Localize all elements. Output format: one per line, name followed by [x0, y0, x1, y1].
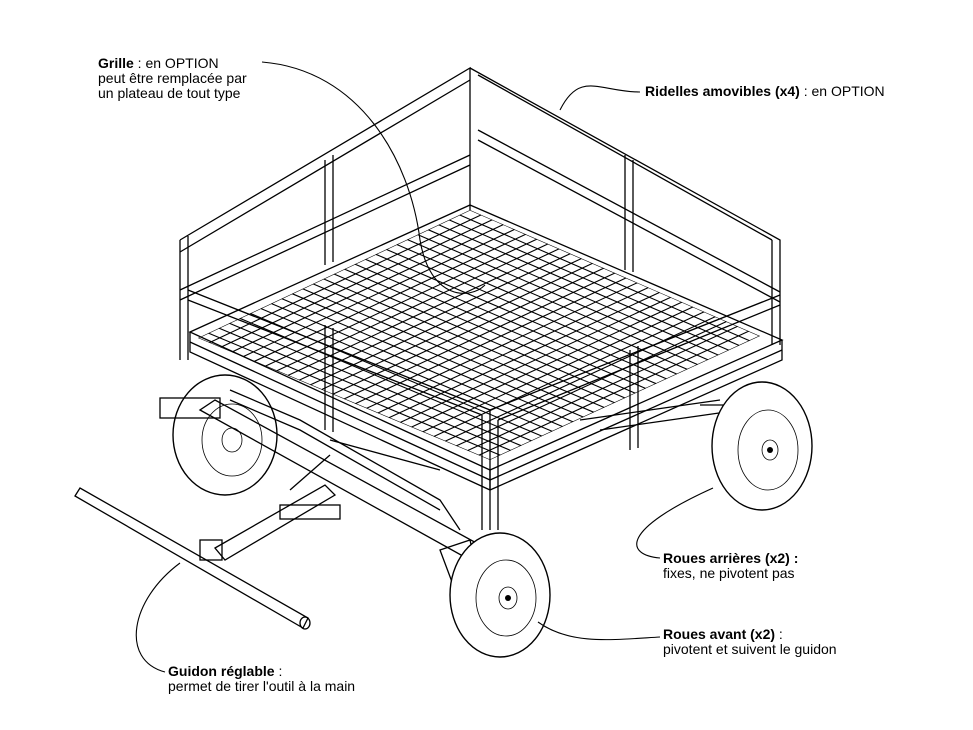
label-guidon-suffix: :	[274, 663, 283, 679]
label-roues-arrieres: Roues arrières (x2) : fixes, ne pivotent…	[663, 551, 798, 581]
grid-line	[467, 325, 738, 452]
label-grille: Grille : en OPTION peut être remplacée p…	[98, 56, 247, 101]
grid-line	[366, 282, 638, 409]
rear-left-wheel	[172, 374, 278, 496]
grid-line	[433, 311, 705, 438]
label-guidon: Guidon réglable : permet de tirer l'outi…	[168, 664, 355, 694]
grid-line	[343, 272, 616, 400]
label-ridelles-title: Ridelles amovibles (x4)	[645, 83, 800, 99]
label-roues-arrieres-title: Roues arrières (x2) :	[663, 550, 799, 566]
grid-line	[469, 210, 760, 337]
grid-line	[417, 234, 709, 361]
label-guidon-title: Guidon réglable	[168, 663, 275, 679]
label-roues-avant: Roues avant (x2) : pivotent et suivent l…	[663, 627, 837, 657]
grid-line	[411, 301, 683, 428]
label-guidon-line2: permet de tirer l'outil à la main	[168, 678, 356, 694]
grid-line	[375, 253, 667, 380]
label-roues-avant-title: Roues avant (x2)	[663, 626, 776, 642]
label-roues-avant-line2: pivotent et suivent le guidon	[663, 641, 837, 657]
grid-line	[386, 248, 678, 375]
label-ridelles-suffix: : en OPTION	[799, 83, 885, 99]
grid-line	[396, 243, 688, 370]
rear-right-wheel	[711, 381, 813, 511]
grid-line	[344, 268, 636, 394]
grid-line	[422, 306, 694, 433]
grid-line	[399, 296, 672, 423]
grid-line	[448, 219, 740, 347]
grid-line	[407, 239, 698, 366]
grid-line	[427, 229, 719, 356]
grid-line	[354, 263, 646, 389]
grid-line	[365, 258, 657, 385]
label-grille-title: Grille	[98, 55, 134, 71]
leader-lines	[135, 61, 714, 673]
label-grille-line2: peut être remplacée par	[98, 70, 247, 86]
grid-line	[478, 330, 750, 456]
grid-line	[444, 316, 716, 442]
grid-line	[438, 224, 730, 351]
grid-line	[459, 214, 750, 342]
label-grille-suffix: : en OPTION	[133, 55, 219, 71]
label-roues-avant-suffix: :	[775, 626, 783, 642]
grid-line	[388, 291, 660, 419]
label-roues-arrieres-line2: fixes, ne pivotent pas	[663, 565, 795, 581]
handle-bar	[74, 487, 311, 630]
side-rails	[179, 66, 781, 530]
label-ridelles: Ridelles amovibles (x4) : en OPTION	[645, 84, 885, 99]
front-wheel	[449, 532, 551, 658]
grid-line	[377, 287, 649, 414]
label-grille-line3: un plateau de tout type	[98, 85, 241, 101]
grid-line	[456, 320, 727, 447]
